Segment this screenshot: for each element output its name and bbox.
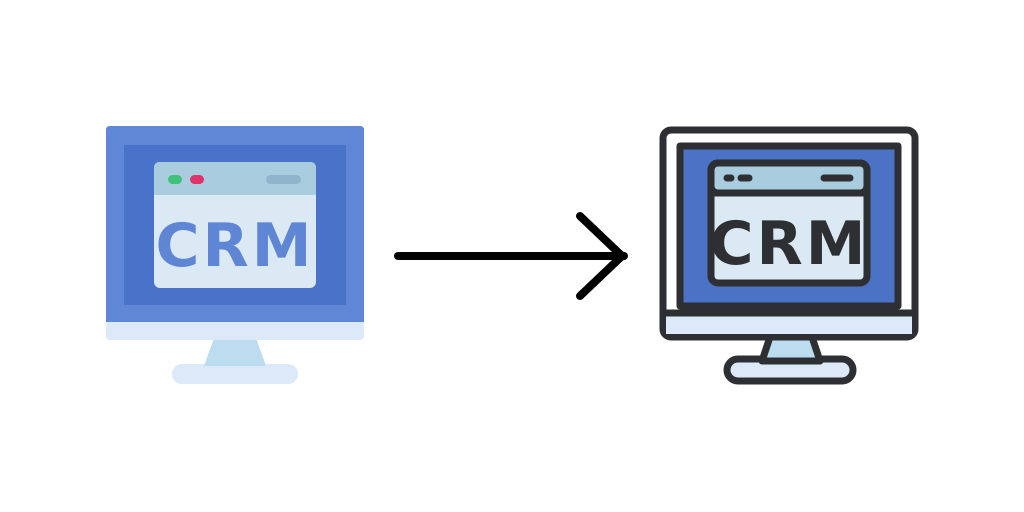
crm-monitor-outlined-icon: CRM — [659, 126, 919, 385]
monitor-stand-base — [172, 364, 298, 384]
window-dot-red — [190, 175, 204, 184]
app-window-titlebar — [154, 162, 316, 195]
window-dot-green — [168, 175, 182, 184]
crm-label-outlined: CRM — [710, 209, 869, 279]
monitor-stand-neck — [204, 338, 266, 366]
monitor-bezel — [666, 314, 912, 334]
window-titlebar-pill — [266, 175, 301, 184]
crm-monitor-flat-icon: CRM — [106, 126, 364, 384]
monitor-bezel — [106, 318, 364, 340]
crm-label-flat: CRM — [156, 211, 315, 281]
monitor-stand-neck — [758, 333, 824, 365]
arrow-right-icon — [394, 212, 628, 300]
arrow-head — [576, 212, 626, 300]
